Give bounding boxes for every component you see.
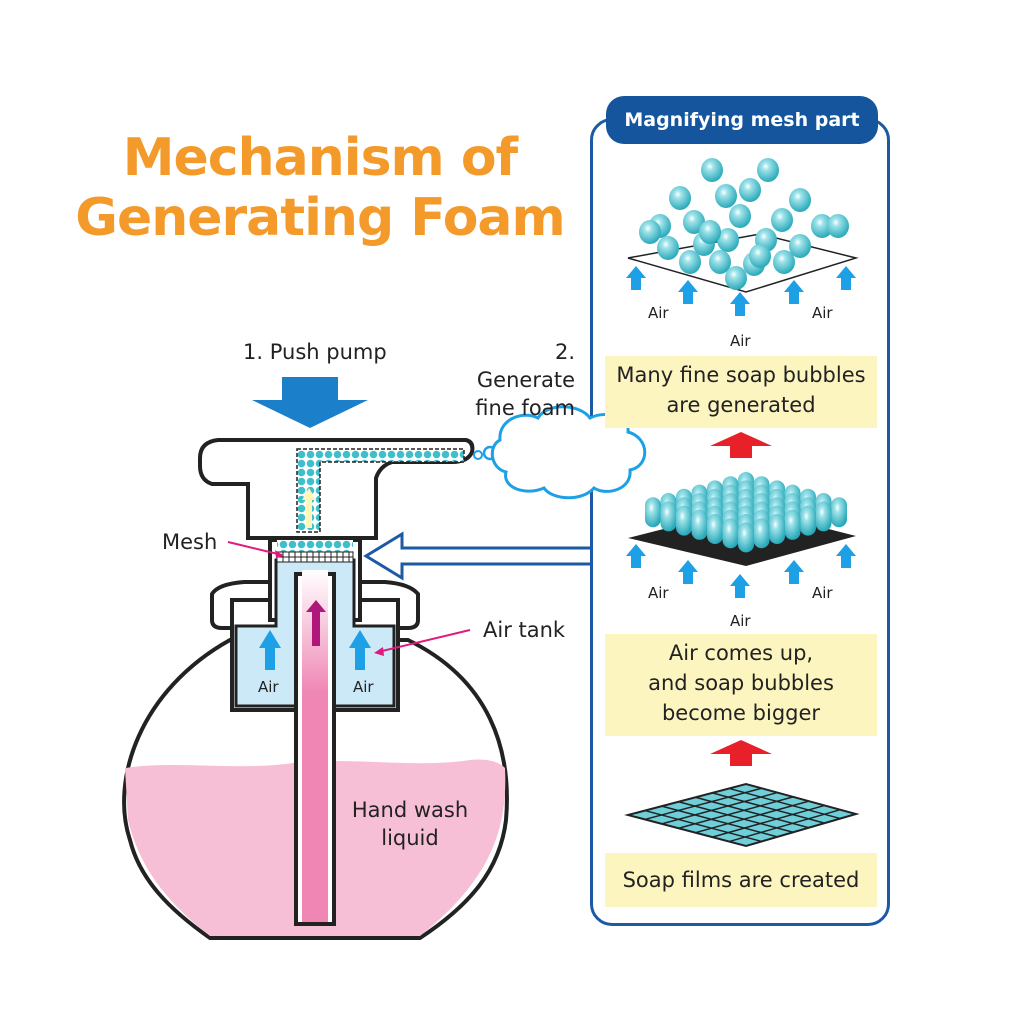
soap-bubble <box>757 158 779 182</box>
air-tank-pointer <box>377 629 471 653</box>
panel-header: Magnifying mesh part <box>606 96 878 144</box>
air-arrow-icon <box>730 292 750 316</box>
soap-bubble <box>749 244 771 268</box>
push-arrow-icon <box>252 377 368 428</box>
soap-bubble <box>738 522 754 553</box>
air-arrow-icon <box>784 560 804 584</box>
bottle <box>122 538 509 940</box>
soap-bubble <box>679 250 701 274</box>
step-arrow-icon <box>710 432 772 458</box>
mesh-line <box>728 808 841 843</box>
mesh-label: Mesh <box>162 530 218 554</box>
title-line-2: Generating Foam <box>75 188 565 248</box>
mesh-line <box>712 804 825 838</box>
soap-film-mesh <box>624 782 860 848</box>
soap-bubble <box>715 184 737 208</box>
soap-bubble <box>771 208 793 232</box>
soap-bubble <box>717 228 739 252</box>
caption-stage-2: Air comes up, and soap bubbles become bi… <box>605 634 877 736</box>
soap-bubble <box>773 250 795 274</box>
soap-bubble <box>789 188 811 212</box>
soap-bubble <box>707 514 723 544</box>
soap-bubble <box>660 501 677 532</box>
soap-bubble <box>789 234 811 258</box>
mesh <box>276 540 354 563</box>
soap-bubble <box>639 220 661 244</box>
mesh-line <box>644 787 762 821</box>
air-arrow-icon <box>730 574 750 598</box>
soap-bubble <box>725 266 747 290</box>
mesh-line <box>644 809 762 843</box>
air-arrow-icon <box>836 266 856 290</box>
soap-bubble <box>683 210 705 234</box>
mesh-line <box>695 800 810 834</box>
air-label: Air <box>730 332 751 350</box>
step-arrow-icon <box>710 740 772 766</box>
air-label: Air <box>353 678 374 696</box>
soap-bubble <box>709 250 731 274</box>
soap-bubble <box>831 497 847 528</box>
mesh-line <box>728 787 841 820</box>
air-arrow-icon <box>626 544 646 568</box>
soap-bubble <box>784 509 801 540</box>
soap-bubble <box>827 214 849 238</box>
soap-bubble <box>753 518 770 549</box>
title-line-1: Mechanism of <box>122 128 518 188</box>
air-arrow-icon <box>626 266 646 290</box>
caption-stage-1: Many fine soap bubbles are generated <box>605 356 877 428</box>
mesh-line <box>678 800 794 834</box>
air-label: Air <box>648 584 669 602</box>
air-label: Air <box>258 678 279 696</box>
soap-bubble <box>722 518 739 549</box>
mesh-line <box>661 791 778 825</box>
growing-bubbles <box>645 472 847 553</box>
magnify-arrow-icon <box>363 531 590 581</box>
caption-stage-3: Soap films are created <box>605 853 877 907</box>
liquid-label: Hand wash liquid <box>351 798 469 850</box>
pump-head <box>198 438 475 540</box>
air-tank-label: Air tank <box>483 618 566 642</box>
air-label: Air <box>648 304 669 322</box>
soap-bubble <box>800 505 816 536</box>
soap-bubble <box>729 204 751 228</box>
soap-bubble <box>701 158 723 182</box>
soap-bubble <box>691 509 708 540</box>
mesh-line <box>678 796 794 830</box>
soap-bubble <box>699 220 721 244</box>
soap-bubble <box>669 186 691 210</box>
soap-bubble <box>657 236 679 260</box>
air-arrow-icon <box>678 280 698 304</box>
air-arrow-icon <box>784 280 804 304</box>
diagram-title: Mechanism of Generating Foam <box>60 128 580 248</box>
soap-bubble <box>811 214 833 238</box>
foam-cloud-icon <box>473 405 647 500</box>
step-generate-label: 2. Generate fine foam <box>475 340 575 420</box>
air-arrow-icon <box>259 630 281 670</box>
air-arrow-icon <box>836 544 856 568</box>
soap-bubble <box>815 501 832 532</box>
air-label: Air <box>812 304 833 322</box>
air-arrow-icon <box>349 630 371 670</box>
mesh-line <box>712 792 825 824</box>
fine-bubbles <box>639 158 849 290</box>
air-label: Air <box>730 612 751 630</box>
panel-air-arrows <box>626 266 856 598</box>
air-label: Air <box>812 584 833 602</box>
soap-bubble <box>769 514 785 544</box>
mesh-line <box>695 796 810 829</box>
air-arrow-icon <box>678 560 698 584</box>
soap-bubble <box>645 497 661 528</box>
mesh-pointer <box>227 541 283 556</box>
mesh-line <box>661 805 778 838</box>
step-push-label: 1. Push pump <box>243 340 387 364</box>
soap-bubble <box>739 178 761 202</box>
soap-bubble <box>676 505 692 536</box>
